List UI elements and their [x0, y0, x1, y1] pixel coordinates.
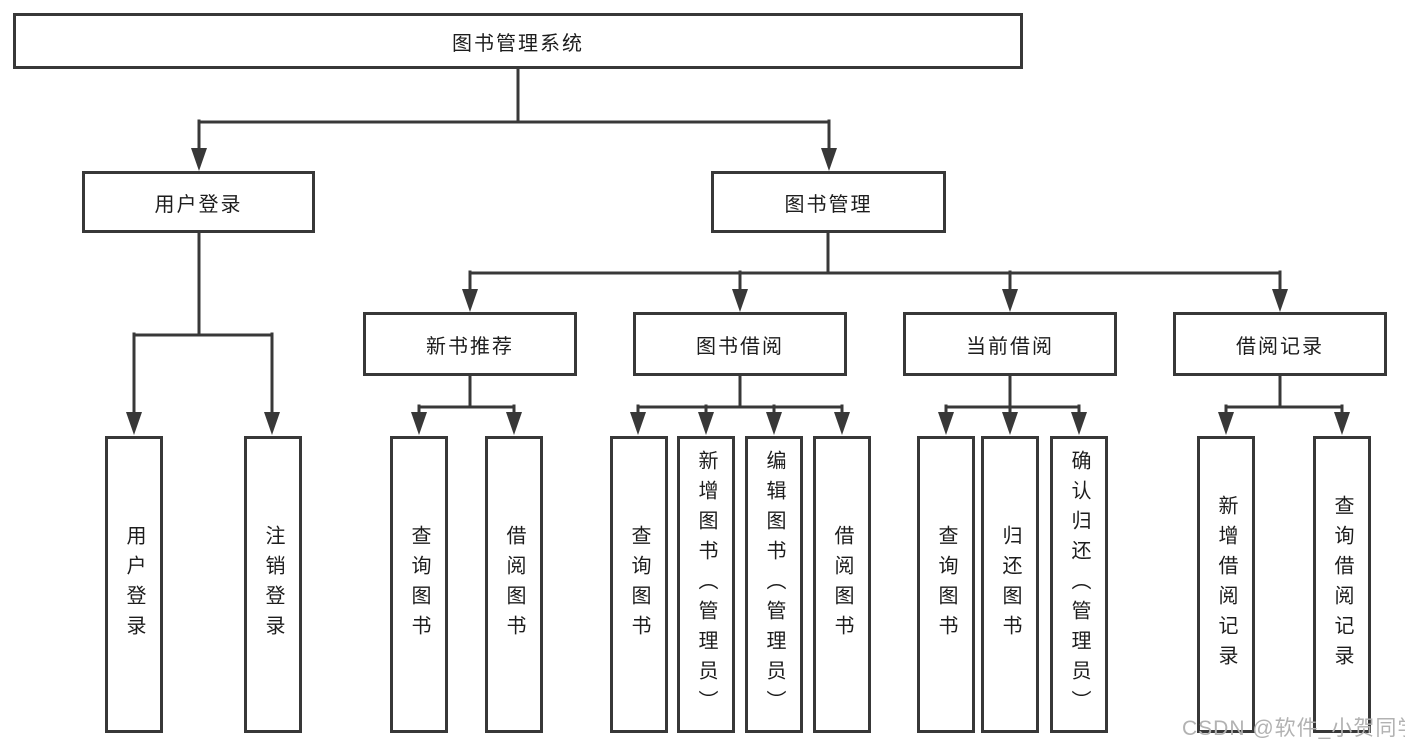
node-book-borrow-label: 图书借阅: [696, 335, 784, 358]
leaf-record-add-record-label: 新增借阅记录: [1215, 494, 1237, 675]
leaf-user-login: 用户登录: [105, 436, 163, 733]
leaf-current-confirm-return-admin-label: 确认归还（管理员）: [1068, 449, 1090, 720]
node-user-login: 用户登录: [82, 171, 315, 233]
connector-current-borrow: [944, 374, 1081, 416]
connector-book-mgmt: [468, 231, 1282, 294]
connector-user-login: [132, 231, 274, 415]
node-new-book: 新书推荐: [363, 312, 577, 376]
leaf-newbook-query-books-label: 查询图书: [408, 524, 430, 645]
leaf-borrow-borrow-books-label: 借阅图书: [831, 524, 853, 645]
leaf-current-return-books: 归还图书: [981, 436, 1039, 733]
leaf-current-return-books-label: 归还图书: [999, 524, 1021, 645]
leaf-borrow-borrow-books: 借阅图书: [813, 436, 871, 733]
leaf-logout-label: 注销登录: [262, 524, 284, 645]
node-book-mgmt-label: 图书管理: [784, 193, 873, 216]
leaf-borrow-query-books: 查询图书: [610, 436, 668, 733]
node-book-mgmt: 图书管理: [711, 171, 946, 233]
leaf-newbook-query-books: 查询图书: [390, 436, 448, 733]
leaf-record-query-record: 查询借阅记录: [1313, 436, 1371, 733]
connector-root: [197, 67, 831, 152]
connector-new-book: [417, 374, 516, 416]
leaf-newbook-borrow-books: 借阅图书: [485, 436, 543, 733]
leaf-logout: 注销登录: [244, 436, 302, 733]
node-current-borrow-label: 当前借阅: [966, 335, 1054, 358]
leaf-borrow-add-books-admin-label: 新增图书（管理员）: [695, 449, 717, 720]
node-user-login-label: 用户登录: [154, 193, 243, 216]
leaf-record-query-record-label: 查询借阅记录: [1331, 494, 1353, 675]
node-current-borrow: 当前借阅: [903, 312, 1117, 376]
connector-book-borrow: [636, 374, 844, 416]
leaf-current-query-books-label: 查询图书: [935, 524, 957, 645]
connector-borrow-record: [1224, 374, 1344, 416]
node-book-borrow: 图书借阅: [633, 312, 847, 376]
leaf-borrow-query-books-label: 查询图书: [628, 524, 650, 645]
leaf-newbook-borrow-books-label: 借阅图书: [503, 524, 525, 645]
leaf-borrow-edit-books-admin: 编辑图书（管理员）: [745, 436, 803, 733]
leaf-current-confirm-return-admin: 确认归还（管理员）: [1050, 436, 1108, 733]
watermark: CSDN @软件_小贺同学: [1182, 717, 1405, 740]
node-root: 图书管理系统: [13, 13, 1023, 69]
node-borrow-record-label: 借阅记录: [1236, 335, 1324, 358]
node-new-book-label: 新书推荐: [426, 335, 514, 358]
leaf-borrow-edit-books-admin-label: 编辑图书（管理员）: [763, 449, 785, 720]
leaf-current-query-books: 查询图书: [917, 436, 975, 733]
leaf-user-login-label: 用户登录: [123, 524, 145, 645]
node-borrow-record: 借阅记录: [1173, 312, 1387, 376]
leaf-borrow-add-books-admin: 新增图书（管理员）: [677, 436, 735, 733]
node-root-label: 图书管理系统: [452, 32, 584, 55]
leaf-record-add-record: 新增借阅记录: [1197, 436, 1255, 733]
